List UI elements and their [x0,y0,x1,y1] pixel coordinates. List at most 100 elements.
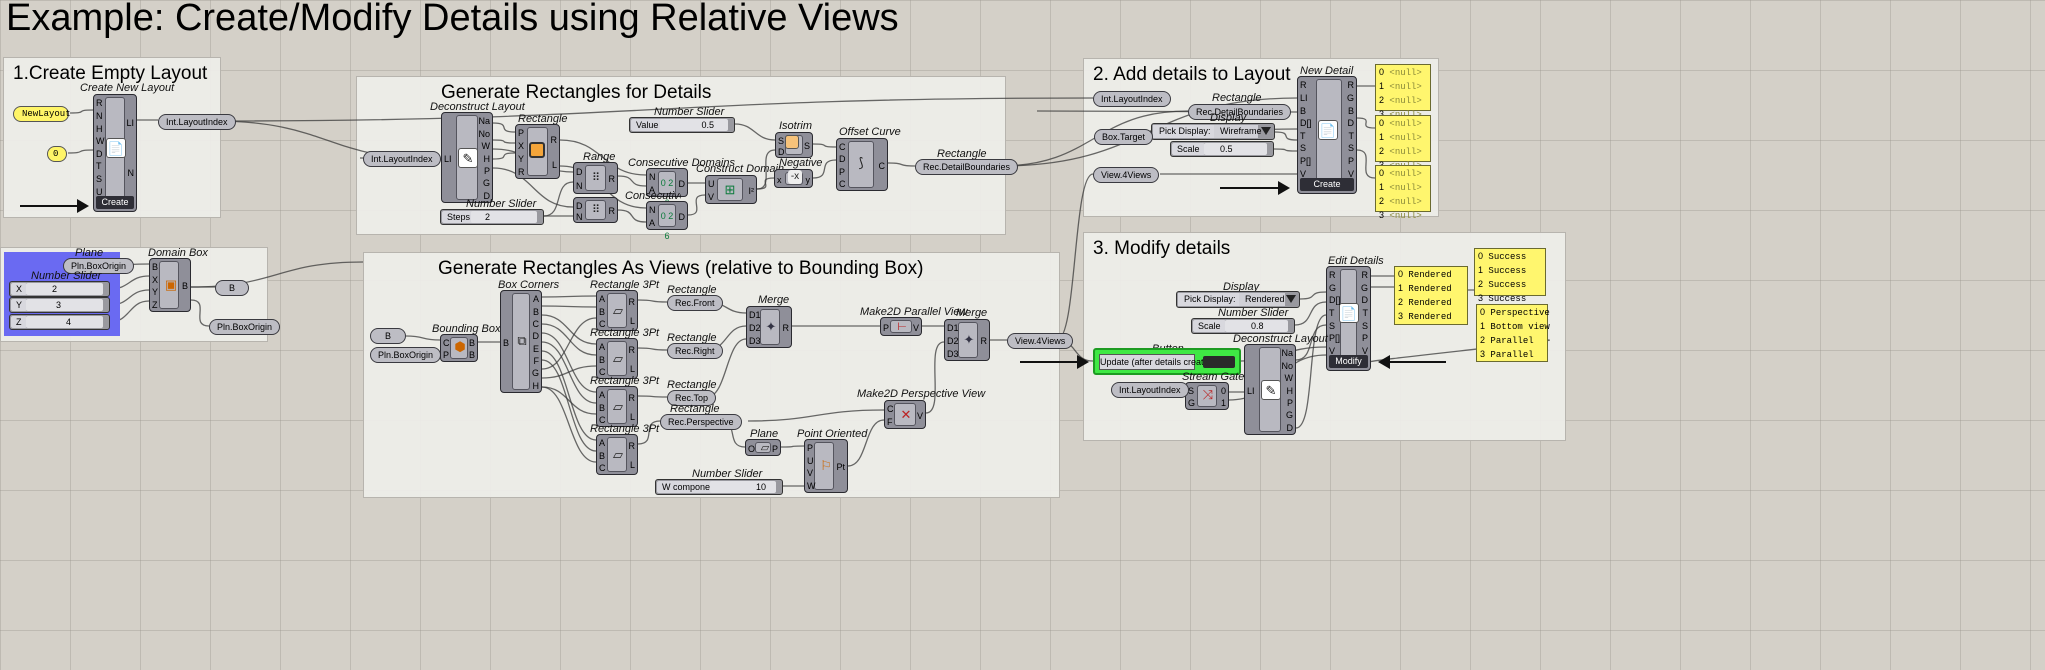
arrow-right-icon [1220,181,1290,195]
b-param[interactable]: B [215,280,249,296]
port-label: T [1329,308,1335,318]
display-picker[interactable]: Pick Display:Wireframe [1151,123,1275,140]
port-label: LI [1300,92,1308,103]
make2d-perspective-icon: ✕ [900,407,912,422]
rec-front-param[interactable]: Rec.Front [667,295,723,311]
port-label: B [1347,105,1354,116]
port-label: T [1348,130,1355,141]
make2d-parallel-icon: ⊢ [897,321,907,333]
rec-perspective-param[interactable]: Rec.Perspective [660,414,742,430]
port-label: H [96,123,103,134]
pln-boxorigin-param[interactable]: Pln.BoxOrigin [370,347,442,363]
port-label: C [443,338,450,348]
create-bar[interactable]: Create [96,196,134,209]
view4views-param[interactable]: View.4Views [1007,333,1074,349]
port-label: N [649,205,656,216]
port-label: E [532,343,539,354]
zero-panel[interactable]: 0 [47,146,67,162]
merge-icon: ✦ [963,332,975,347]
domain-2d-icon: ⊞ [724,182,736,197]
port-label: B [1300,105,1307,116]
port-label: W [807,480,816,491]
box-target-param[interactable]: Box.Target [1094,129,1154,145]
port-label: A [599,294,606,305]
chevron-down-icon [1261,127,1271,135]
rec-detailboundaries-param[interactable]: Rec.DetailBoundaries [915,159,1019,175]
port-label: R [1329,270,1336,281]
null-panel-1: 0 <null>1 <null>2 <null>3 <null> [1375,64,1431,120]
int-layoutindex-param[interactable]: Int.LayoutIndex [158,114,236,130]
port-label: U [96,186,103,197]
group-title: 3. Modify details [1093,238,1231,259]
offset-curve-caption: Offset Curve [839,126,901,138]
rec-top-param[interactable]: Rec.Top [667,390,717,406]
rec-right-param[interactable]: Rec.Right [667,343,723,359]
port-label: R [628,345,636,356]
port-label: A [599,342,606,353]
rectangle-3pt-icon: ▱ [613,399,623,414]
update-button[interactable]: Update (after details created) [1093,348,1241,375]
layout-page-icon: 📄 [106,138,126,158]
modify-bar[interactable]: Modify [1329,355,1368,368]
domain-box-caption: Domain Box [148,247,208,259]
port-label: No [478,128,490,139]
stream-gate-caption: Stream Gate [1182,371,1245,383]
port-label: Y [152,287,159,298]
port-label: D1 [749,310,761,321]
isotrim-caption: Isotrim [779,120,812,132]
port-label: D3 [947,348,959,359]
view4views-param[interactable]: View.4Views [1093,167,1160,183]
port-label: T [1300,130,1306,141]
int-layoutindex-param[interactable]: Int.LayoutIndex [363,151,441,167]
int-layoutindex-param[interactable]: Int.LayoutIndex [1093,91,1171,107]
number-slider-caption: Number Slider [31,270,102,282]
arrow-right-icon [20,199,89,213]
create-bar[interactable]: Create [1300,178,1354,191]
pln-boxorigin-param[interactable]: Pln.BoxOrigin [63,258,135,274]
b-param[interactable]: B [370,328,406,344]
int-layoutindex-param[interactable]: Int.LayoutIndex [1111,382,1189,398]
display-picker[interactable]: Pick Display:Rendered [1176,291,1300,308]
new-layout-panel[interactable]: NewLayout [13,106,71,122]
port-label: B [468,338,475,348]
port-label: N [127,168,135,178]
pln-boxorigin-param[interactable]: Pln.BoxOrigin [209,319,281,335]
